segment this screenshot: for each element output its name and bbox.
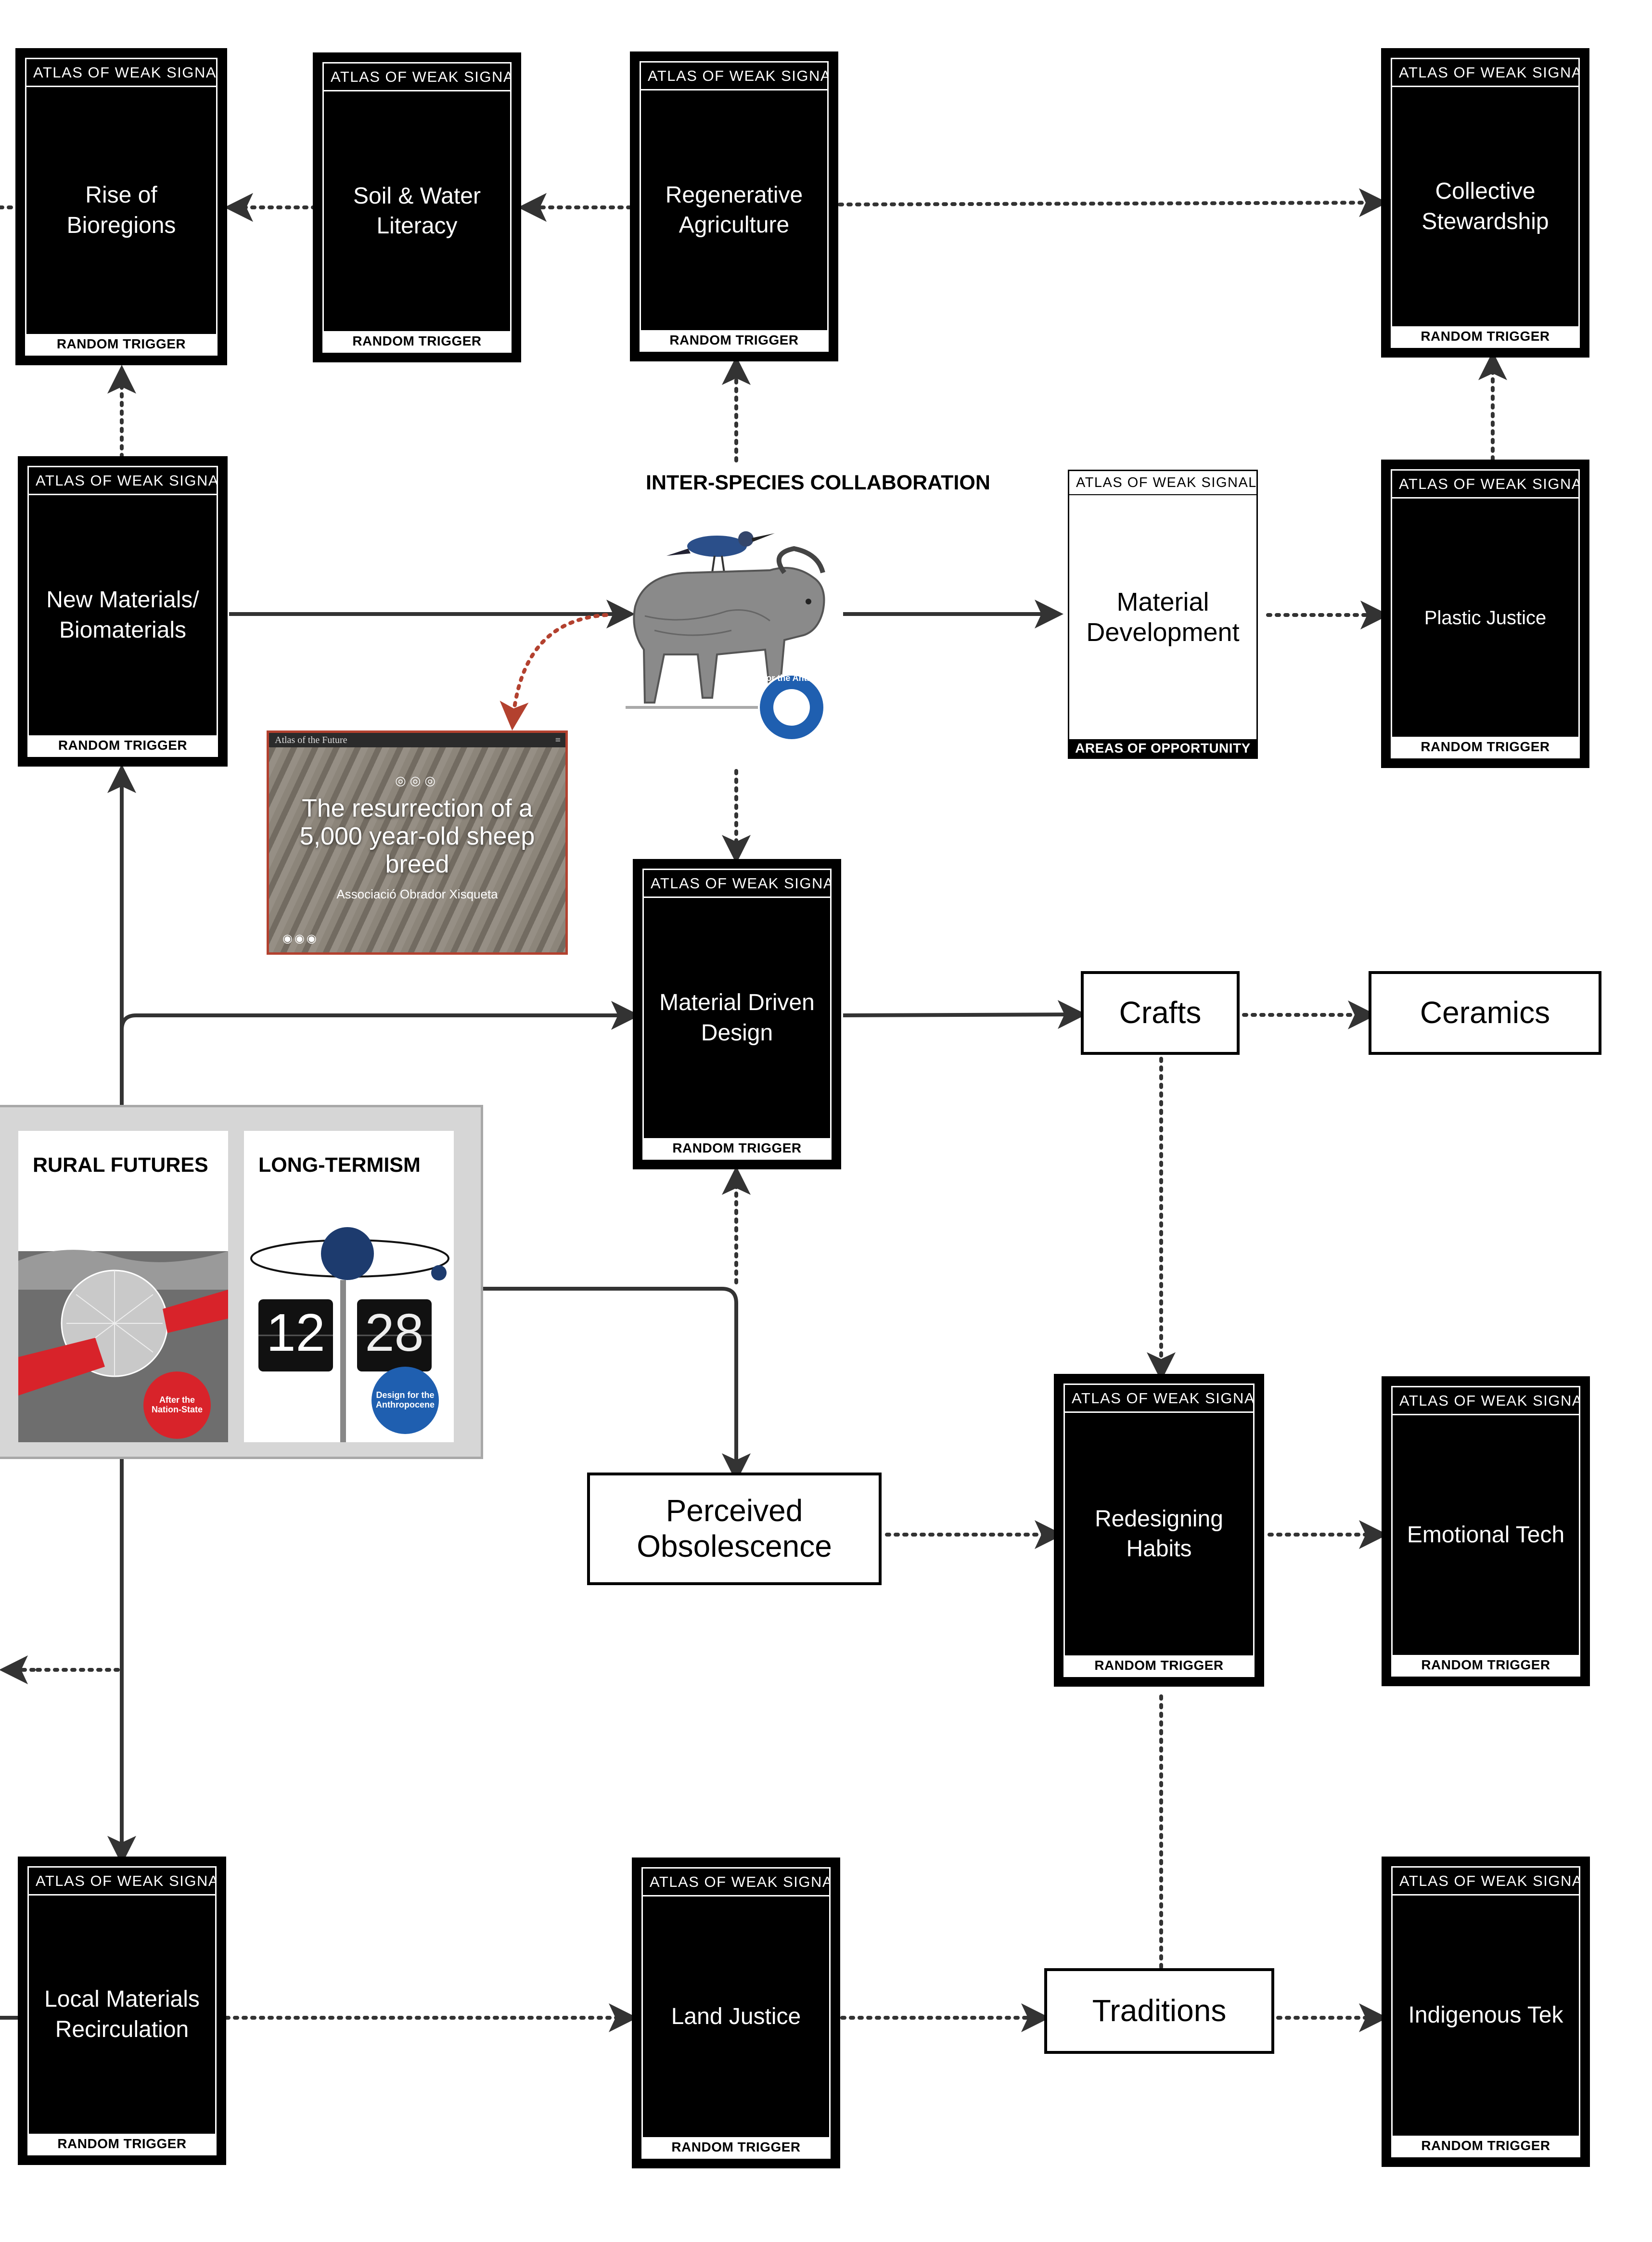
bird-icon xyxy=(666,531,775,573)
card-title: Material Driven Design xyxy=(659,990,815,1046)
card-header: ATLAS OF WEAK SIGNALS xyxy=(26,59,216,87)
card-land-justice[interactable]: ATLAS OF WEAK SIGNALS Land Justice RANDO… xyxy=(632,1858,840,2168)
card-header: ATLAS OF WEAK SIGNALS xyxy=(1393,1868,1579,1896)
poster-long-termism[interactable]: LONG-TERMISM 12 28 Design for the Anthro… xyxy=(244,1131,454,1442)
card-material-driven-design[interactable]: ATLAS OF WEAK SIGNALS Material Driven De… xyxy=(633,859,841,1169)
card-footer: RANDOM TRIGGER xyxy=(26,334,216,354)
card-footer: RANDOM TRIGGER xyxy=(643,2137,829,2157)
card-footer: RANDOM TRIGGER xyxy=(644,1138,830,1158)
article-site-title: Atlas of the Future xyxy=(275,735,347,745)
card-footer: RANDOM TRIGGER xyxy=(1392,326,1578,346)
card-header: ATLAS OF WEAK SIGNALS xyxy=(1392,59,1578,87)
card-header: ATLAS OF WEAK SIGNALS xyxy=(1069,471,1256,495)
card-title: Regenerative Agriculture xyxy=(665,182,803,238)
box-traditions[interactable]: Traditions xyxy=(1044,1968,1274,2054)
buffalo-icon xyxy=(626,546,825,709)
card-indigenous-tek[interactable]: ATLAS OF WEAK SIGNALS Indigenous Tek RAN… xyxy=(1382,1857,1590,2167)
poster-rural-futures[interactable]: RURAL FUTURES After the Nation-State xyxy=(18,1131,228,1442)
box-ceramics[interactable]: Ceramics xyxy=(1369,971,1601,1055)
arrow-regen-to-collective xyxy=(838,188,1388,218)
article-headline: The resurrection of a 5,000 year-old she… xyxy=(299,794,535,879)
card-new-materials[interactable]: ATLAS OF WEAK SIGNALS New Materials/ Bio… xyxy=(18,456,228,767)
card-header: ATLAS OF WEAK SIGNALS xyxy=(29,1868,215,1896)
card-footer: RANDOM TRIGGER xyxy=(641,330,827,350)
inter-species-title: INTER-SPECIES COLLABORATION xyxy=(646,471,990,494)
card-rise-of-bioregions[interactable]: ATLAS OF WEAK SIGNALS Rise of Bioregions… xyxy=(15,48,227,365)
article-image xyxy=(269,733,565,952)
box-perceived-obsolescence[interactable]: Perceived Obsolescence xyxy=(587,1473,882,1585)
card-footer: RANDOM TRIGGER xyxy=(324,331,510,351)
card-regenerative-agriculture[interactable]: ATLAS OF WEAK SIGNALS Regenerative Agric… xyxy=(630,51,838,361)
card-footer: RANDOM TRIGGER xyxy=(1392,737,1578,757)
card-plastic-justice[interactable]: ATLAS OF WEAK SIGNALS Plastic Justice RA… xyxy=(1381,460,1589,768)
card-emotional-tech[interactable]: ATLAS OF WEAK SIGNALS Emotional Tech RAN… xyxy=(1382,1376,1590,1686)
card-header: ATLAS OF WEAK SIGNALS xyxy=(1392,471,1578,499)
card-title: Indigenous Tek xyxy=(1408,2002,1563,2028)
card-local-materials-recirculation[interactable]: ATLAS OF WEAK SIGNALS Local Materials Re… xyxy=(18,1857,226,2165)
arrow-longtermism-to-obsolescence xyxy=(462,1287,751,1482)
card-title: Local Materials Recirculation xyxy=(44,1986,200,2042)
poster-title: RURAL FUTURES xyxy=(33,1153,208,1177)
card-header: ATLAS OF WEAK SIGNALS xyxy=(29,467,217,495)
design-anthropocene-badge: Design for the Anthropocene xyxy=(371,1367,439,1434)
card-header: ATLAS OF WEAK SIGNALS xyxy=(643,1869,829,1896)
card-title: Emotional Tech xyxy=(1407,1522,1565,1548)
card-redesigning-habits[interactable]: ATLAS OF WEAK SIGNALS Redesigning Habits… xyxy=(1054,1374,1264,1687)
clock-minutes: 28 xyxy=(365,1303,424,1362)
clock-hours: 12 xyxy=(266,1303,325,1362)
arrow-interspecies-to-atlas-article xyxy=(499,613,608,730)
card-soil-water-literacy[interactable]: ATLAS OF WEAK SIGNALS Soil & Water Liter… xyxy=(313,52,521,362)
article-topbar: Atlas of the Future ≡ xyxy=(269,733,565,747)
card-material-development[interactable]: ATLAS OF WEAK SIGNALS Material Developme… xyxy=(1068,470,1258,759)
clock-orbit-illustration xyxy=(250,1227,449,1442)
card-header: ATLAS OF WEAK SIGNALS xyxy=(324,64,510,91)
category-icons: ◎◎◎ xyxy=(395,773,440,788)
card-header: ATLAS OF WEAK SIGNALS xyxy=(641,63,827,90)
card-footer: RANDOM TRIGGER xyxy=(29,2134,215,2154)
card-footer: RANDOM TRIGGER xyxy=(1393,1655,1579,1675)
card-title: Collective Stewardship xyxy=(1421,179,1549,234)
card-footer: RANDOM TRIGGER xyxy=(1065,1655,1253,1676)
poster-title: LONG-TERMISM xyxy=(258,1153,421,1177)
buffalo-bird-illustration: Design for the Anthropocene xyxy=(626,531,847,741)
after-nation-state-badge: After the Nation-State xyxy=(143,1371,211,1439)
menu-icon[interactable]: ≡ xyxy=(555,735,561,745)
card-header: ATLAS OF WEAK SIGNALS xyxy=(1065,1385,1253,1413)
design-anthropocene-badge xyxy=(758,674,825,741)
card-title: New Materials/ Biomaterials xyxy=(46,587,199,643)
share-icons[interactable]: ◉◉◉ xyxy=(282,932,319,945)
card-title: Material Development xyxy=(1086,588,1240,647)
box-crafts[interactable]: Crafts xyxy=(1081,971,1240,1055)
card-footer: RANDOM TRIGGER xyxy=(29,735,217,756)
arrow-rural-to-mdd xyxy=(120,1001,640,1030)
card-title: Soil & Water Literacy xyxy=(353,183,481,239)
card-collective-stewardship[interactable]: ATLAS OF WEAK SIGNALS Collective Steward… xyxy=(1381,48,1589,358)
card-title: Land Justice xyxy=(671,2003,801,2029)
card-title: Rise of Bioregions xyxy=(66,182,176,238)
card-footer: RANDOM TRIGGER xyxy=(1393,2136,1579,2156)
article-subtitle: Associació Obrador Xisqueta xyxy=(336,887,498,901)
atlas-of-the-future-article[interactable]: Atlas of the Future ≡ ◎◎◎ The resurrecti… xyxy=(267,730,568,955)
card-title: Plastic Justice xyxy=(1424,607,1547,628)
card-footer: AREAS OF OPPORTUNITY xyxy=(1069,739,1256,757)
card-header: ATLAS OF WEAK SIGNALS xyxy=(1393,1387,1579,1415)
dotted-branch-left xyxy=(32,1576,124,1672)
arrow-mdd-to-crafts xyxy=(843,1000,1087,1029)
card-title: Redesigning Habits xyxy=(1095,1506,1223,1562)
card-header: ATLAS OF WEAK SIGNALS xyxy=(644,870,830,898)
inter-species-badge-text: Design for the Anthropocene xyxy=(732,673,847,683)
posters-panel: RURAL FUTURES After the Nation-State LON… xyxy=(0,1105,483,1459)
